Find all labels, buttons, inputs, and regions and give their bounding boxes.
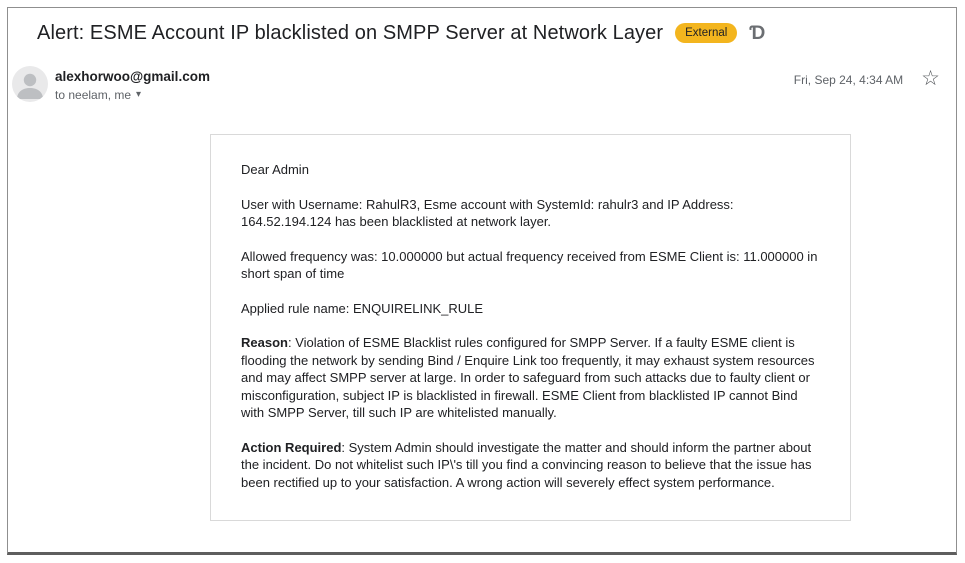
paragraph-text: Applied rule name: ENQUIRELINK_RULE xyxy=(241,300,484,316)
person-icon xyxy=(17,73,43,99)
body-paragraph: Allowed frequency was: 10.000000 but act… xyxy=(241,248,820,283)
header-right: Fri, Sep 24, 4:34 AM ☆ xyxy=(794,66,940,89)
paragraph-text: Allowed frequency was: 10.000000 but act… xyxy=(241,248,818,282)
body-paragraph: Dear Admin xyxy=(241,161,820,179)
importance-marker-icon[interactable]: Ɗ xyxy=(749,22,766,44)
message-header: alexhorwoo@gmail.com to neelam, me ▾ Fri… xyxy=(12,66,946,102)
external-badge: External xyxy=(675,22,738,44)
paragraph-text: : Violation of ESME Blacklist rules conf… xyxy=(241,335,815,420)
recipients-toggle[interactable]: to neelam, me ▾ xyxy=(55,88,141,102)
body-paragraph: Action Required: System Admin should inv… xyxy=(241,439,820,492)
avatar[interactable] xyxy=(12,66,48,102)
recipients-label: to neelam, me xyxy=(55,88,132,102)
star-icon[interactable]: ☆ xyxy=(921,67,940,90)
subject-row: Alert: ESME Account IP blacklisted on SM… xyxy=(37,18,765,48)
paragraph-lead: Reason xyxy=(241,335,288,350)
sender-block: alexhorwoo@gmail.com to neelam, me ▾ xyxy=(55,66,794,102)
chevron-down-icon: ▾ xyxy=(136,89,142,100)
body-paragraph: Reason: Violation of ESME Blacklist rule… xyxy=(241,334,820,422)
body-paragraph: User with Username: RahulR3, Esme accoun… xyxy=(241,196,820,231)
email-body-card: Dear Admin User with Username: RahulR3, … xyxy=(210,134,851,521)
body-paragraph: Applied rule name: ENQUIRELINK_RULE xyxy=(241,300,820,318)
email-view-frame: Alert: ESME Account IP blacklisted on SM… xyxy=(7,7,957,555)
paragraph-text: User with Username: RahulR3, Esme accoun… xyxy=(241,196,734,230)
paragraph-text: Dear Admin xyxy=(241,162,309,177)
paragraph-lead: Action Required xyxy=(241,439,342,455)
sender-email[interactable]: alexhorwoo@gmail.com xyxy=(55,69,210,84)
timestamp: Fri, Sep 24, 4:34 AM xyxy=(793,73,904,87)
email-subject: Alert: ESME Account IP blacklisted on SM… xyxy=(37,21,664,44)
paragraph-text: : System Admin should investigate the ma… xyxy=(241,439,812,490)
